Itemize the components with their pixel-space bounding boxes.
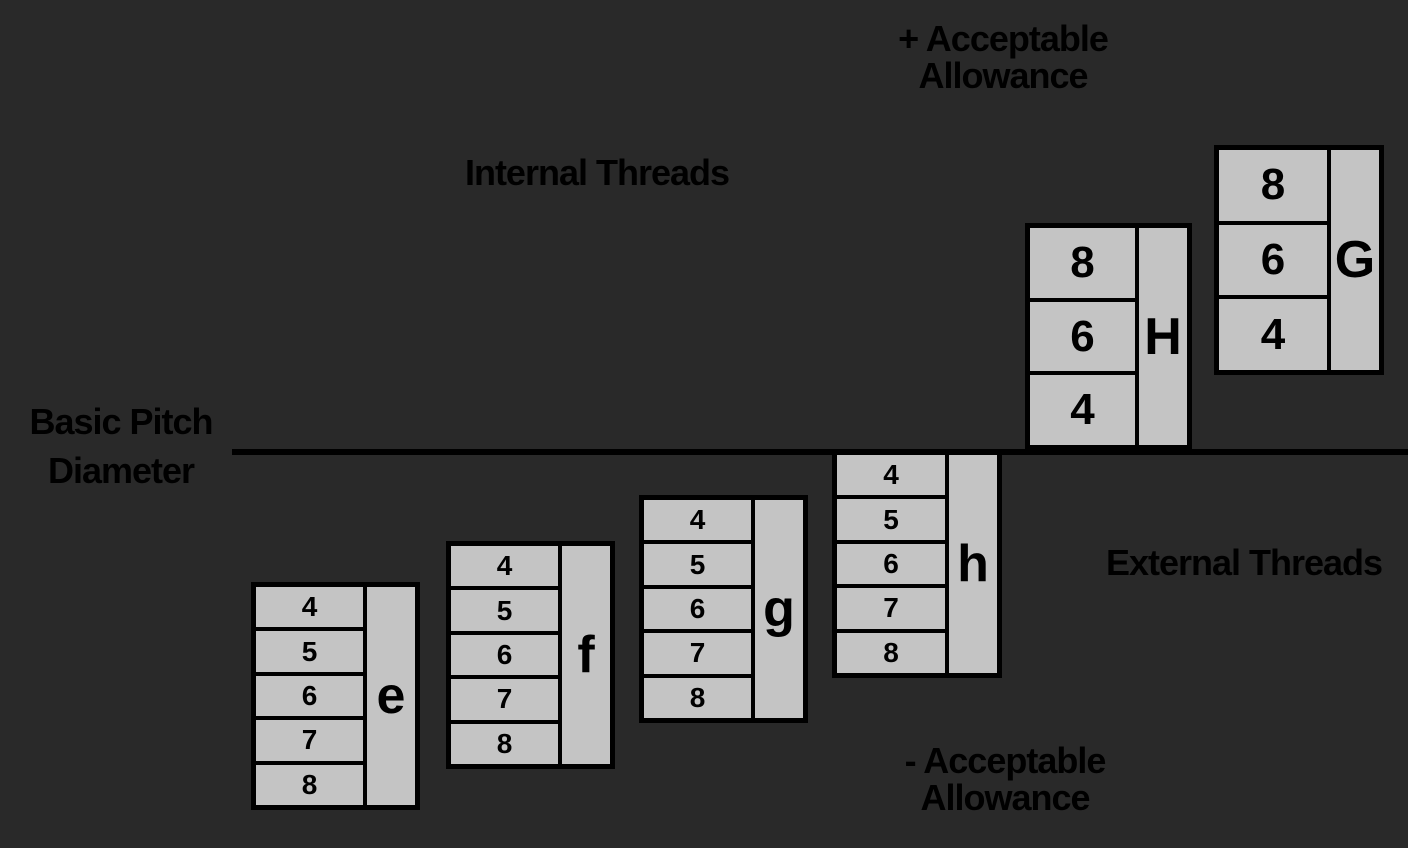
grade-cell-f-6: 6: [451, 634, 558, 676]
grade-cell-e-5: 5: [256, 631, 363, 672]
grade-cell-h-7: 7: [837, 588, 945, 629]
positive-allowance-label: + Acceptable Allowance: [803, 20, 1203, 94]
position-label-g: g: [755, 500, 803, 718]
basic-pitch-line2: Diameter: [47, 450, 195, 491]
grade-cell-G-6: 6: [1219, 224, 1327, 296]
grade-cell-f-5: 5: [451, 590, 558, 631]
grade-cell-h-5: 5: [837, 499, 945, 540]
negative-allowance-label: - Acceptable Allowance: [805, 742, 1205, 816]
position-label-e: e: [367, 587, 415, 805]
grade-cell-H-4: 4: [1030, 375, 1135, 446]
external-threads-label: External Threads: [1105, 542, 1383, 583]
grade-cell-f-8: 8: [451, 723, 558, 765]
basic-pitch-diameter-label: Basic Pitch Diameter: [11, 397, 231, 495]
grade-cell-h-8: 8: [837, 632, 945, 674]
grade-cell-h-4: 4: [837, 455, 945, 496]
grade-cell-H-8: 8: [1030, 228, 1135, 298]
grade-cell-e-4: 4: [256, 587, 363, 628]
negative-allowance-line2: Allowance: [920, 777, 1090, 818]
negative-allowance-line1: - Acceptable: [904, 740, 1107, 781]
basic-pitch-line1: Basic Pitch: [29, 401, 213, 442]
grade-cell-g-5: 5: [644, 544, 751, 585]
position-label-G: G: [1331, 150, 1379, 370]
grade-cell-g-4: 4: [644, 500, 751, 541]
position-label-h: h: [949, 455, 997, 673]
grade-cell-g-8: 8: [644, 677, 751, 719]
internal-threads-label: Internal Threads: [464, 152, 730, 193]
grade-cell-G-8: 8: [1219, 150, 1327, 221]
grade-cell-f-4: 4: [451, 546, 558, 587]
grade-cell-e-7: 7: [256, 720, 363, 761]
position-label-H: H: [1139, 228, 1187, 445]
basic-pitch-diameter-line: [232, 449, 1408, 455]
positive-allowance-line1: + Acceptable: [898, 18, 1109, 59]
position-label-f: f: [562, 546, 610, 764]
grade-cell-e-8: 8: [256, 764, 363, 806]
positive-allowance-line2: Allowance: [918, 55, 1088, 96]
grade-cell-g-6: 6: [644, 588, 751, 630]
grade-cell-h-6: 6: [837, 543, 945, 585]
grade-cell-e-6: 6: [256, 675, 363, 717]
grade-cell-H-6: 6: [1030, 301, 1135, 372]
grade-cell-G-4: 4: [1219, 299, 1327, 371]
grade-cell-g-7: 7: [644, 633, 751, 674]
grade-cell-f-7: 7: [451, 679, 558, 720]
